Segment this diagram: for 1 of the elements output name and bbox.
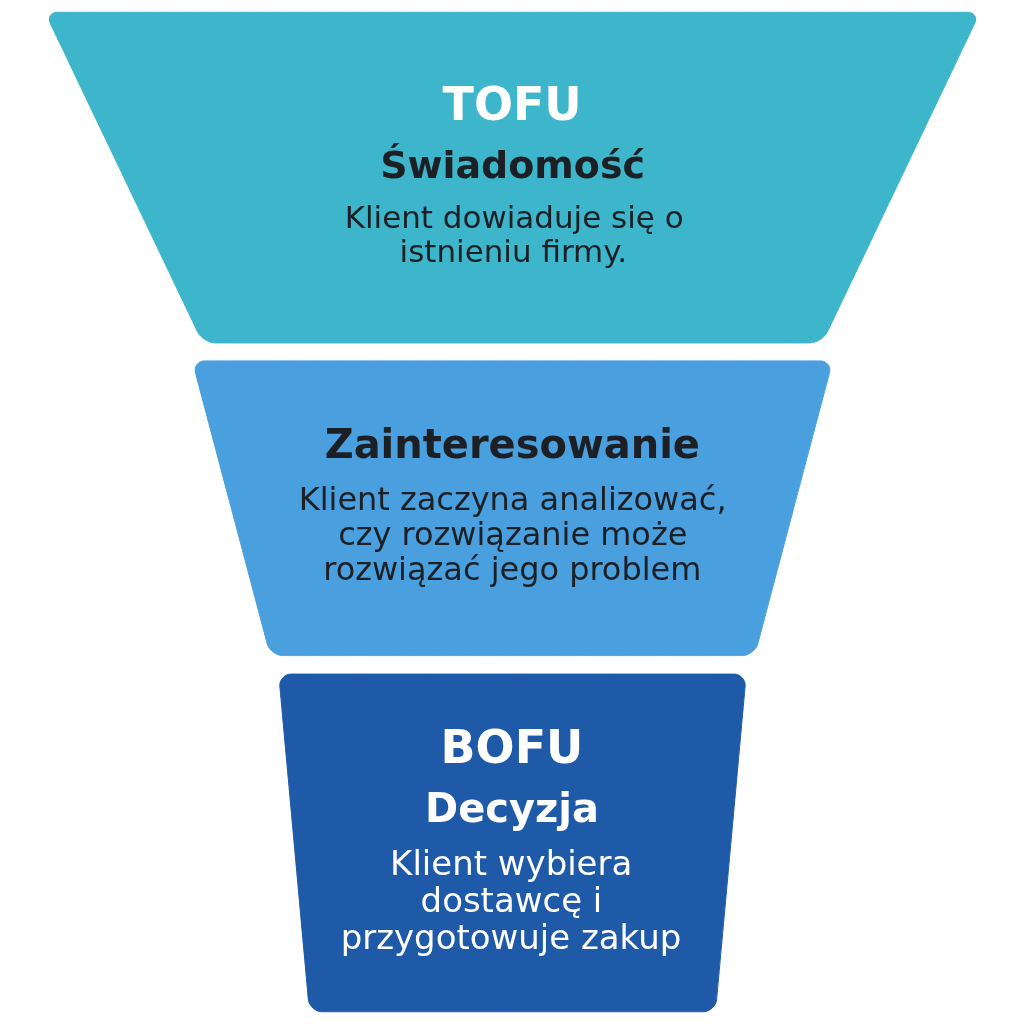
node-box: BOFU Decyzja Klient wybiera dostawcę i przygotowuje zakup — [278, 673, 746, 1013]
